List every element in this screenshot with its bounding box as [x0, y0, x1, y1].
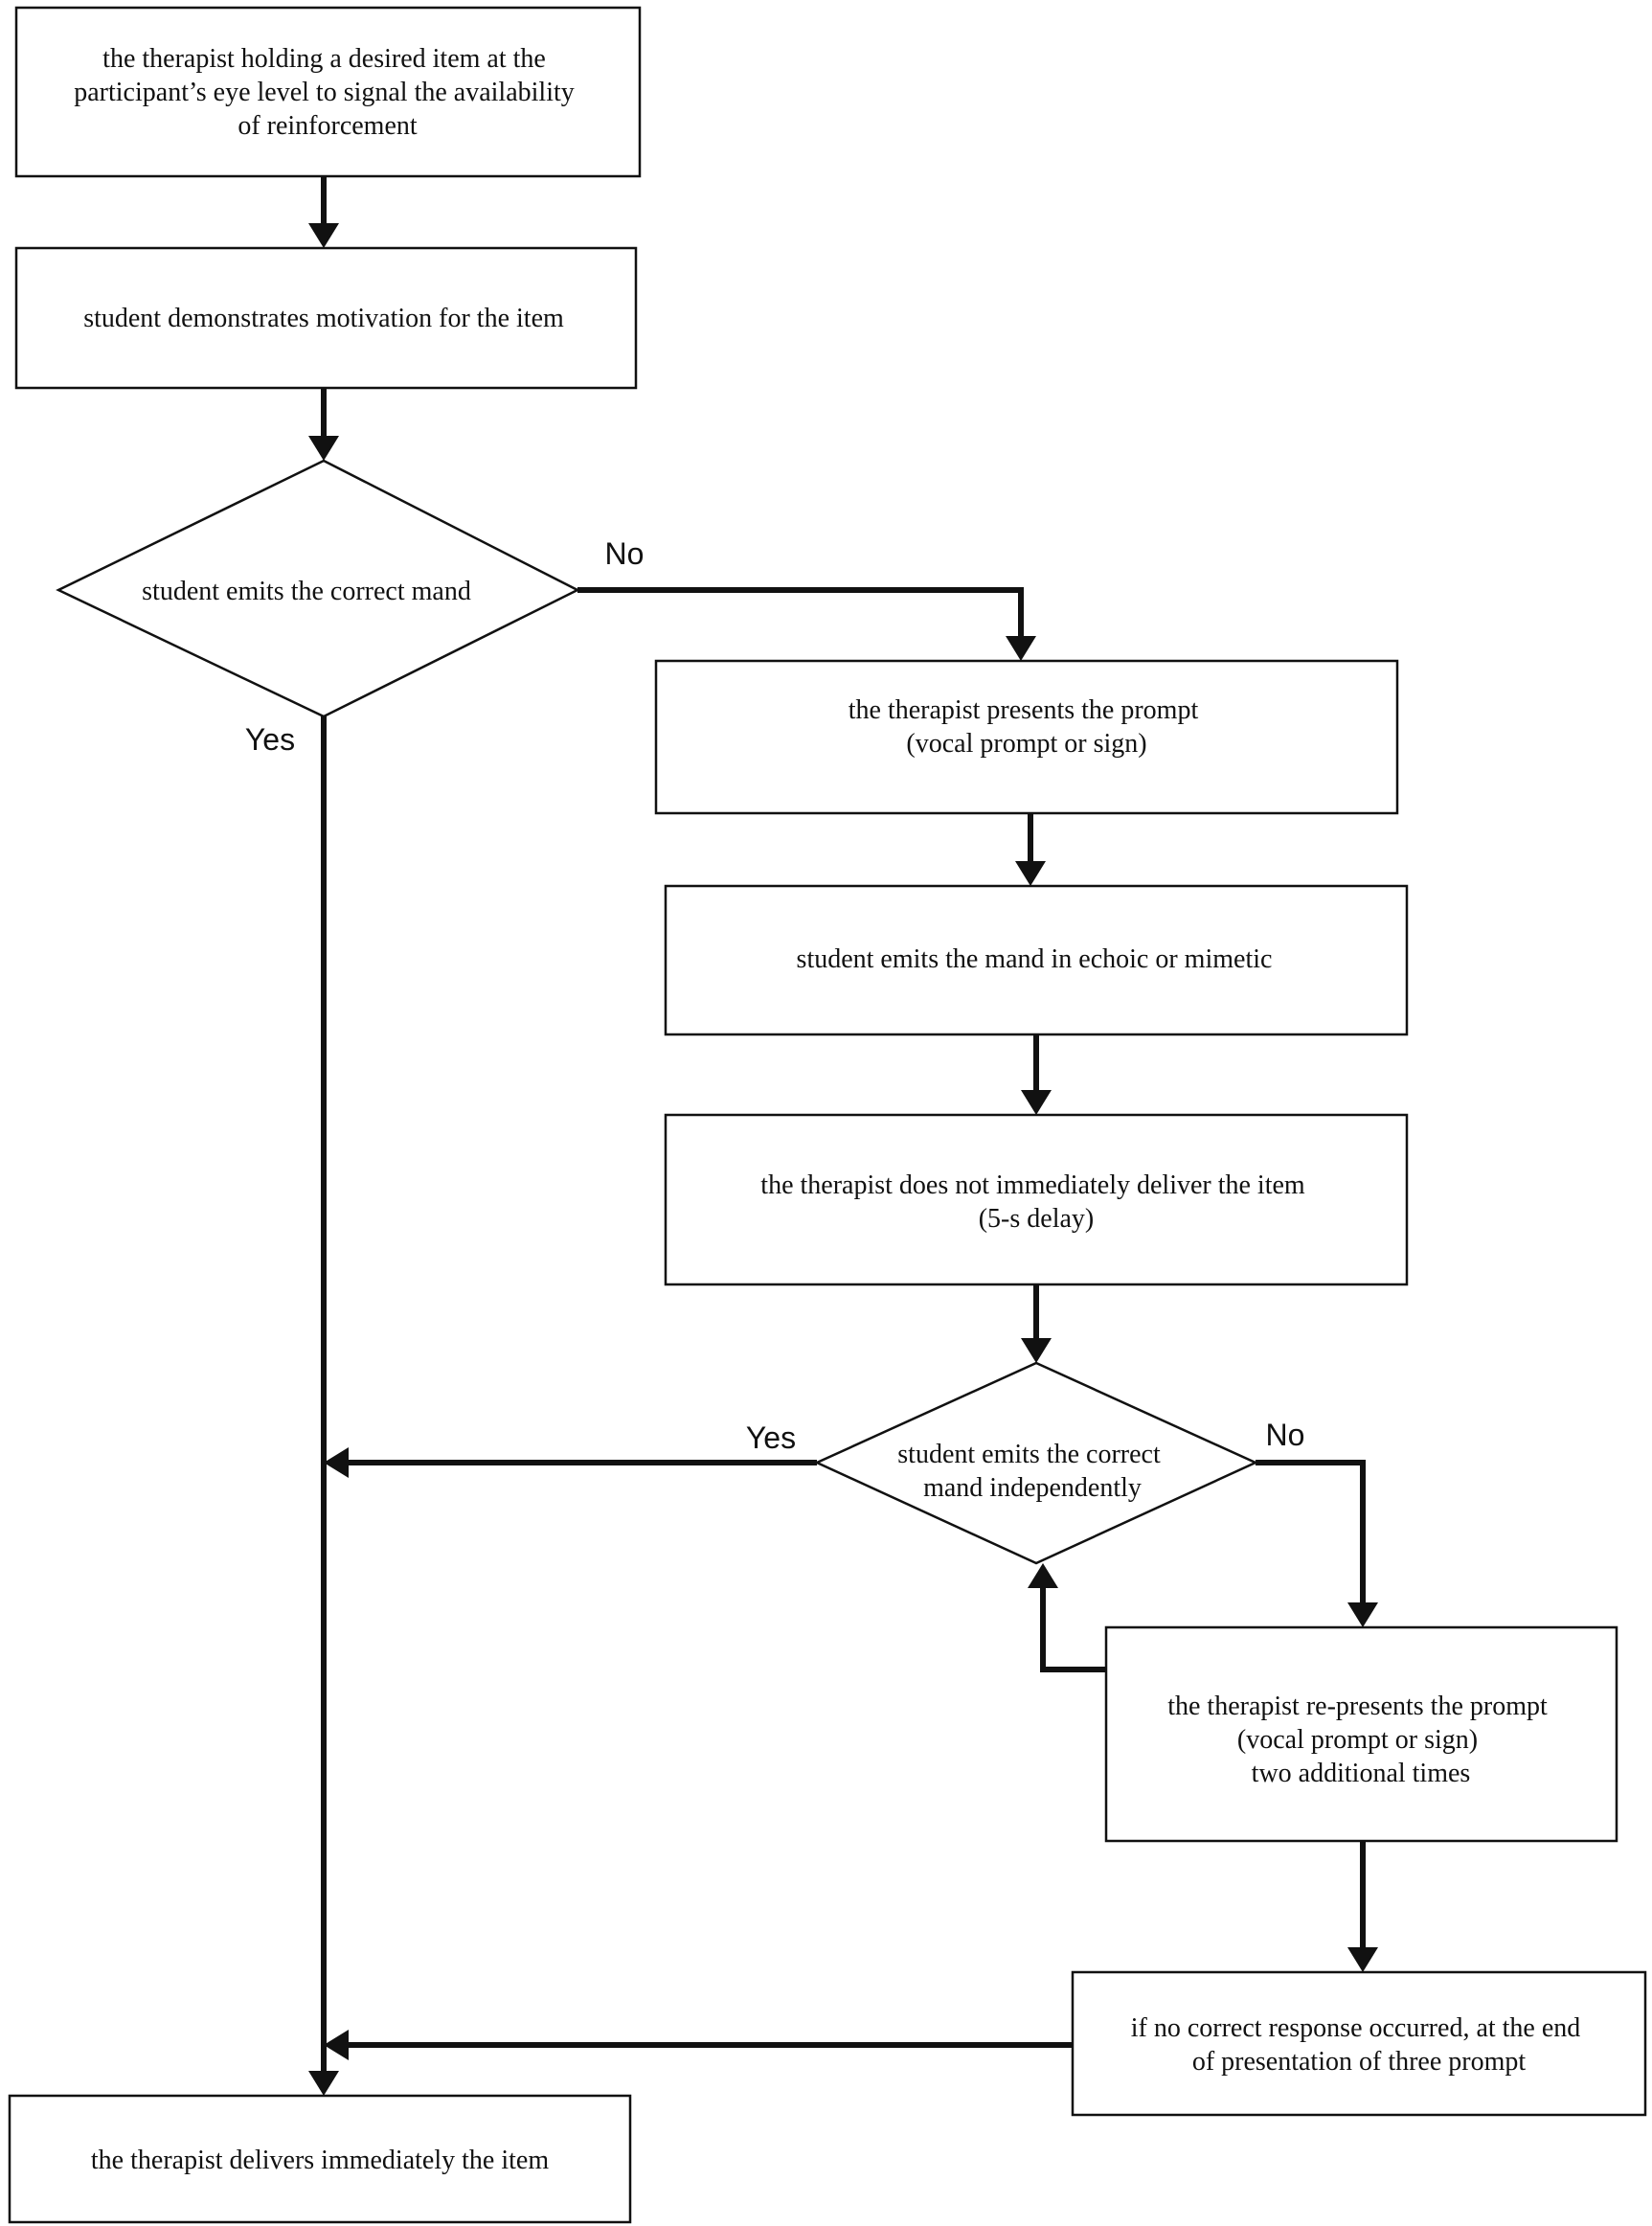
node-n3-line-2: (vocal prompt or sign): [906, 729, 1146, 759]
arrowhead-n7-merge: [324, 2030, 349, 2060]
process-box-n4: [664, 884, 1409, 1036]
node-n6-line-1: the therapist re-presents the prompt: [1167, 1692, 1548, 1721]
arrowhead-d2-yes: [324, 1447, 349, 1478]
node-n2: student demonstrates motivation for the …: [14, 246, 638, 390]
node-n8-text: the therapist delivers immediately the i…: [91, 2146, 549, 2175]
node-n8-line-1: the therapist delivers immediately the i…: [91, 2146, 549, 2175]
node-d2: student emits the correct mand independe…: [813, 1361, 1259, 1565]
arrowhead-n4-n5: [1021, 1090, 1052, 1115]
node-n7-line-2: of presentation of three prompt: [1192, 2047, 1527, 2077]
node-d1-line-1: student emits the correct mand: [142, 577, 471, 606]
process-box-n7: [1071, 1970, 1647, 2117]
decision-diamond-d1: [56, 459, 580, 718]
node-n1: the therapist holding a desired item at …: [14, 6, 642, 178]
node-n5-line-1: the therapist does not immediately deliv…: [760, 1170, 1305, 1200]
edge-labels: No Yes Yes No: [245, 536, 1305, 1455]
node-n4-line-1: student emits the mand in echoic or mime…: [797, 944, 1273, 974]
node-n3-line-1: the therapist presents the prompt: [849, 695, 1199, 725]
label-d2-no: No: [1266, 1418, 1305, 1452]
node-n5: the therapist does not immediately deliv…: [664, 1113, 1409, 1286]
node-n1-line-3: of reinforcement: [238, 111, 418, 141]
edge-d1-no-n3: [577, 587, 1024, 636]
node-n1-text: the therapist holding a desired item at …: [74, 44, 581, 141]
edge-d2-no-n6: [1256, 1460, 1366, 1602]
node-d1-text: student emits the correct mand: [142, 577, 471, 606]
arrowhead-n6-d2: [1028, 1563, 1058, 1588]
node-n1-line-2: participant’s eye level to signal the av…: [74, 78, 575, 107]
arrowhead-n1-n2: [308, 223, 339, 248]
node-n7: if no correct response occurred, at the …: [1071, 1970, 1647, 2117]
node-n3: the therapist presents the prompt (vocal…: [654, 659, 1399, 815]
edge-n6-d2: [1040, 1588, 1106, 1672]
node-d2-text: student emits the correct mand independe…: [897, 1440, 1166, 1503]
process-box-n2: [14, 246, 638, 390]
process-box-n6: [1104, 1625, 1618, 1843]
node-n7-line-1: if no correct response occurred, at the …: [1131, 2013, 1581, 2043]
node-n5-line-2: (5-s delay): [979, 1204, 1095, 1234]
edges: [308, 176, 1378, 2096]
process-box-n1: [14, 6, 642, 178]
node-n2-line-1: student demonstrates motivation for the …: [83, 304, 564, 333]
arrowhead-d1-yes-n8: [308, 2071, 339, 2096]
arrowhead-n2-d1: [308, 436, 339, 461]
arrowhead-d1-no-n3: [1006, 636, 1036, 661]
label-d1-no: No: [605, 536, 645, 571]
process-box-n8: [8, 2094, 632, 2224]
arrowhead-n6-n7: [1347, 1947, 1378, 1972]
node-n5-text: the therapist does not immediately deliv…: [760, 1170, 1311, 1234]
node-n6-line-2: (vocal prompt or sign): [1237, 1725, 1478, 1755]
node-n2-text: student demonstrates motivation for the …: [83, 304, 564, 333]
process-box-n5: [664, 1113, 1409, 1286]
node-n1-line-1: the therapist holding a desired item at …: [102, 44, 546, 74]
label-d1-yes: Yes: [245, 722, 295, 757]
arrowhead-n3-n4: [1015, 861, 1046, 886]
node-d1: student emits the correct mand: [56, 459, 580, 718]
process-box-n3: [654, 659, 1399, 815]
arrowhead-n5-d2: [1021, 1338, 1052, 1363]
node-d2-line-2: mand independently: [923, 1473, 1142, 1503]
node-n8: the therapist delivers immediately the i…: [8, 2094, 632, 2224]
arrowhead-d2-no-n6: [1347, 1602, 1378, 1627]
decision-diamond-d2: [813, 1361, 1259, 1565]
node-n6-text: the therapist re-presents the prompt (vo…: [1167, 1692, 1554, 1788]
node-d2-line-1: student emits the correct: [897, 1440, 1161, 1469]
node-n4: student emits the mand in echoic or mime…: [664, 884, 1409, 1036]
node-n6-line-3: two additional times: [1252, 1759, 1471, 1788]
node-n7-text: if no correct response occurred, at the …: [1131, 2013, 1588, 2077]
node-n4-text: student emits the mand in echoic or mime…: [797, 944, 1273, 974]
node-n3-text: the therapist presents the prompt (vocal…: [849, 695, 1205, 759]
label-d2-yes: Yes: [746, 1420, 796, 1455]
node-n6: the therapist re-presents the prompt (vo…: [1104, 1625, 1618, 1843]
